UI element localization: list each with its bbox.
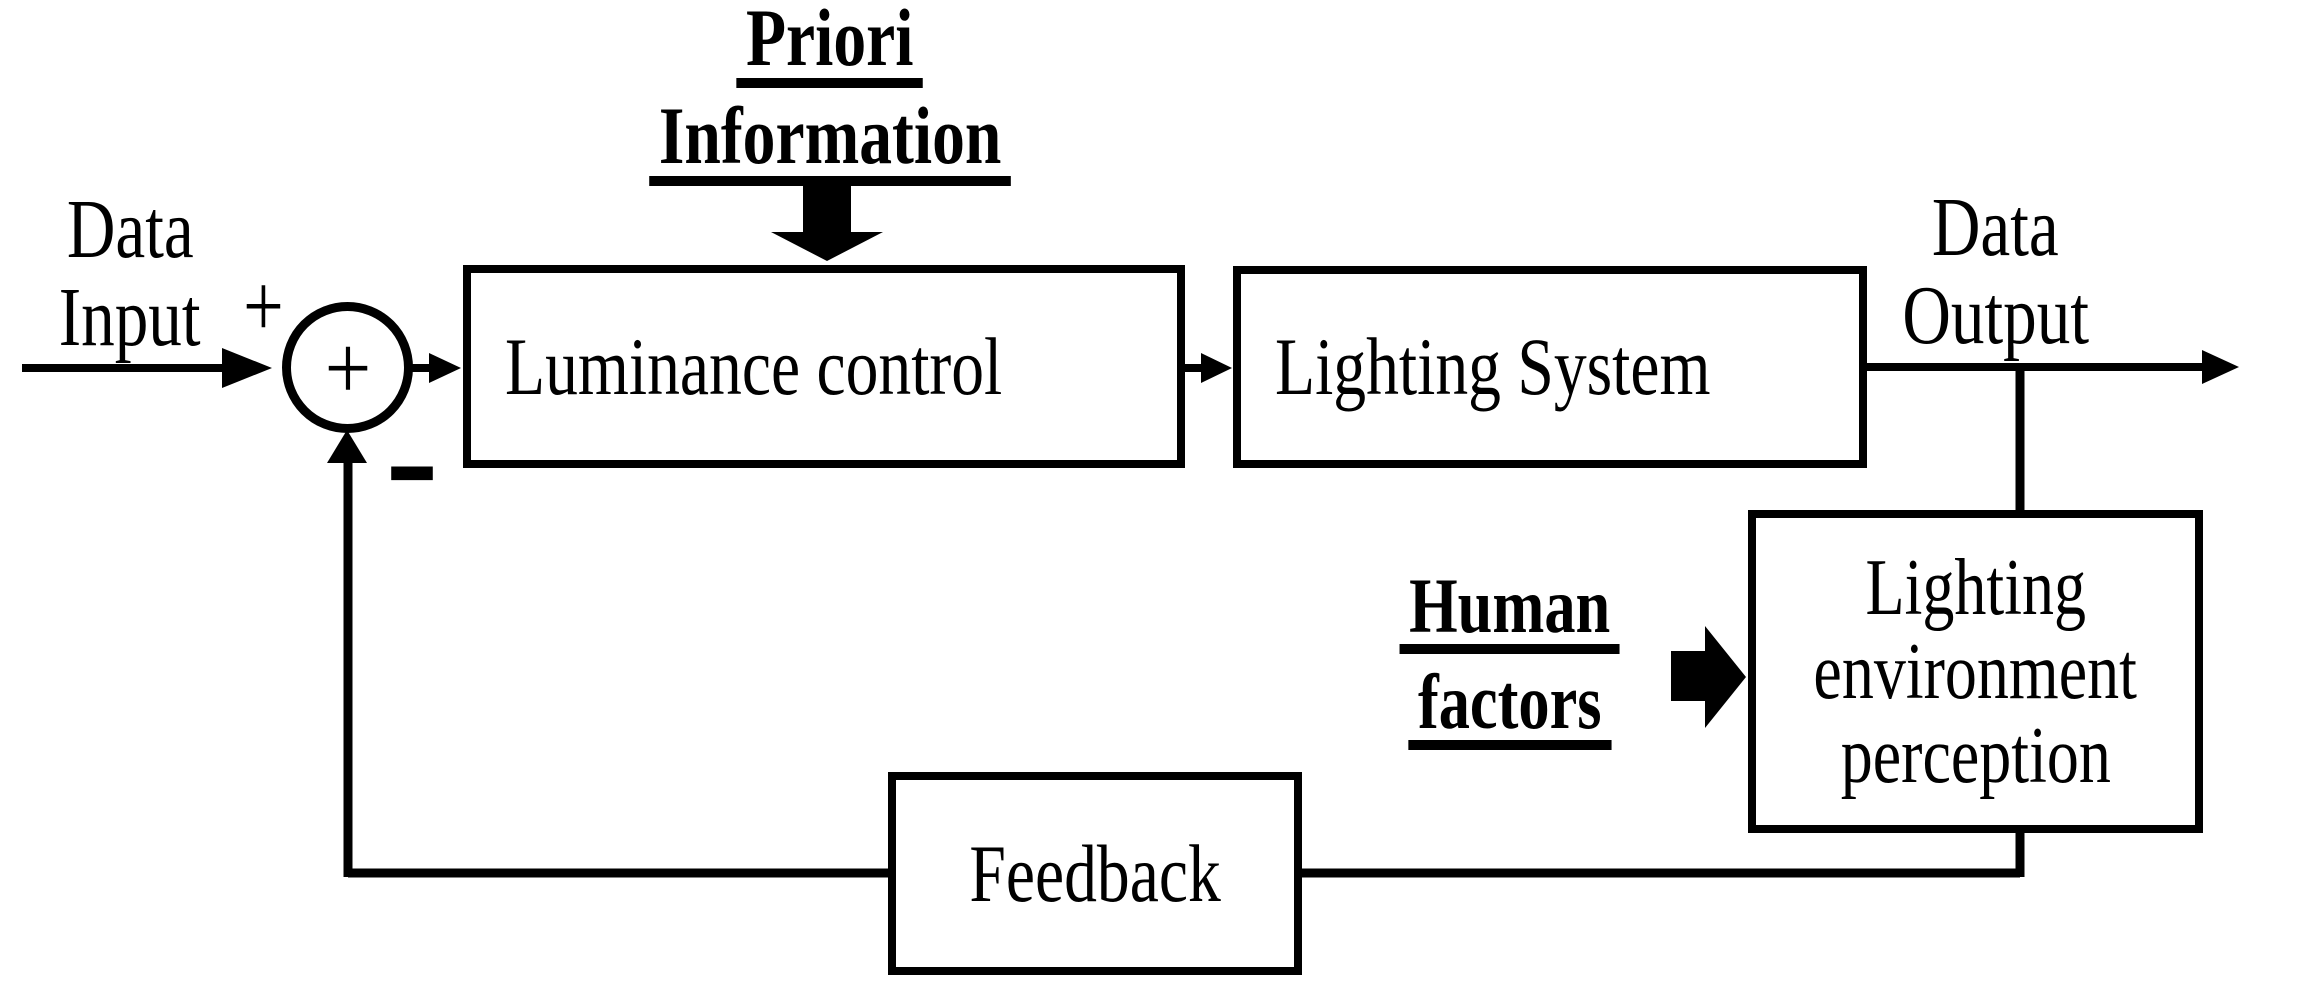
luminance-control-box: Luminance control bbox=[463, 265, 1185, 468]
minus-sign-glyph: - bbox=[385, 368, 439, 546]
luminance-control-label: Luminance control bbox=[505, 320, 1003, 412]
control-to-system-arrowhead bbox=[1201, 353, 1232, 383]
input-plus-sign: + bbox=[218, 262, 308, 352]
feedback-label: Feedback bbox=[969, 827, 1221, 919]
priori-information-label: Priori Information bbox=[555, 0, 1105, 186]
feedback-minus-sign: - bbox=[382, 377, 442, 537]
lighting-system-label: Lighting System bbox=[1275, 321, 1711, 412]
data-input-line2: Input bbox=[59, 271, 201, 364]
summing-junction: + bbox=[282, 302, 413, 433]
perception-label-line1: Lighting bbox=[1865, 543, 2086, 632]
data-input-line1: Data bbox=[66, 183, 194, 276]
perception-label-line2: environment bbox=[1813, 627, 2138, 716]
data-output-line1: Data bbox=[1932, 181, 2059, 274]
human-factors-line2: factors bbox=[1408, 663, 1612, 750]
plus-sign-glyph: + bbox=[242, 257, 284, 356]
human-factors-arrow bbox=[1671, 626, 1746, 728]
lighting-system-box: Lighting System bbox=[1233, 266, 1867, 468]
priori-label-line2: Information bbox=[649, 95, 1011, 186]
data-output-line2: Output bbox=[1902, 269, 2089, 362]
lighting-environment-perception-box: Lighting environment perception bbox=[1748, 510, 2203, 833]
data-input-label: Data Input bbox=[15, 186, 245, 362]
feedback-up-arrowhead bbox=[327, 430, 367, 463]
priori-label-line1: Priori bbox=[736, 0, 924, 88]
human-factors-line1: Human bbox=[1399, 567, 1621, 654]
input-arrowhead bbox=[222, 348, 272, 388]
feedback-box: Feedback bbox=[888, 772, 1302, 975]
priori-down-arrow bbox=[771, 186, 883, 261]
data-output-label: Data Output bbox=[1868, 184, 2123, 360]
perception-label-line3: perception bbox=[1840, 711, 2111, 800]
human-factors-label: Human factors bbox=[1350, 567, 1670, 750]
sum-plus-sign: + bbox=[324, 316, 371, 419]
sum-to-control-arrowhead bbox=[429, 353, 461, 383]
output-arrowhead bbox=[2202, 350, 2239, 384]
